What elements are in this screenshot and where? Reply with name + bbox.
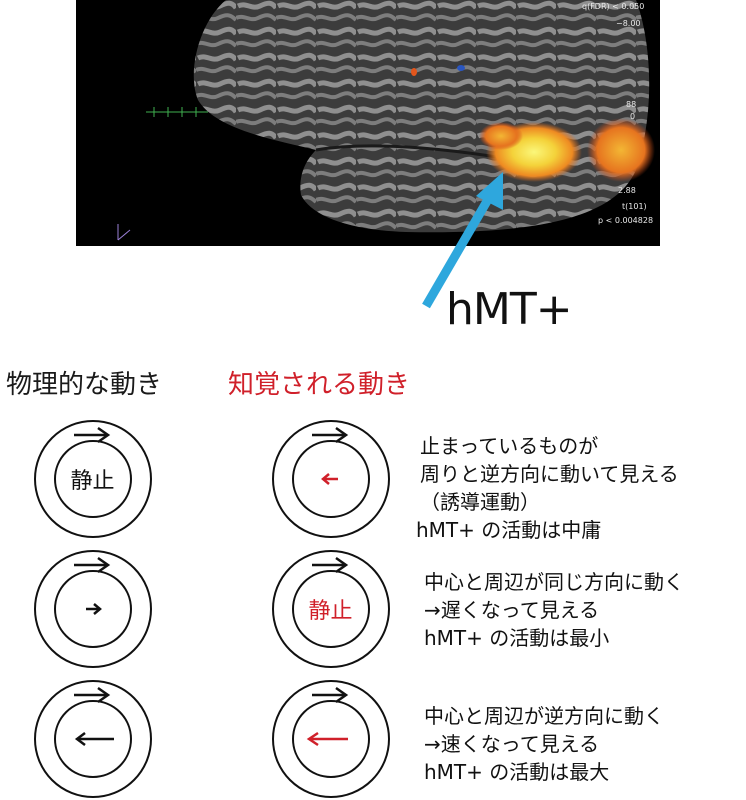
surround-ring xyxy=(34,680,152,798)
surround-ring xyxy=(272,680,390,798)
motion-arrows xyxy=(306,686,349,747)
center-disc xyxy=(292,570,370,648)
pointer-arrow-shaft xyxy=(422,193,494,309)
description-line: hMT+ の活動は中庸 xyxy=(416,518,602,542)
center-disc xyxy=(292,700,370,778)
pointer-arrow xyxy=(422,172,503,309)
surround-motion-arrow xyxy=(74,426,111,444)
description-line: 止まっているものが xyxy=(420,434,599,458)
motion-arrows xyxy=(74,556,111,615)
description-line: （誘導運動） xyxy=(420,490,540,514)
surround-ring xyxy=(34,550,152,668)
scale-mid-b-label: 0 xyxy=(630,112,636,121)
pointer-arrow-head xyxy=(476,172,503,210)
surround-motion-arrow xyxy=(312,556,349,574)
physical-stimulus-row2 xyxy=(34,550,154,670)
surround-ring xyxy=(272,420,390,538)
hmt-region-label: hMT+ xyxy=(446,284,573,335)
description-line: 中心と周辺が同じ方向に動く xyxy=(424,570,684,594)
physical-stimulus-row1: 静止 xyxy=(34,420,154,540)
center-disc xyxy=(292,440,370,518)
description-line: hMT+ の活動は最大 xyxy=(424,760,610,784)
stat-df-label: t(101) xyxy=(622,202,647,211)
center-disc xyxy=(54,700,132,778)
description-line: hMT+ の活動は最小 xyxy=(424,626,610,650)
description-row2: 中心と周辺が同じ方向に動く →遅くなって見える hMT+ の活動は最小 xyxy=(424,568,684,652)
center-disc xyxy=(54,570,132,648)
perceived-stimulus-row2: 静止 xyxy=(272,550,392,670)
physical-stimulus-row3 xyxy=(34,680,154,800)
brain-activation-image: q(FDR) < 0.050 −8.00 88 0 2.88 t(101) p … xyxy=(76,0,660,246)
surround-ring xyxy=(34,420,152,538)
scale-mid-a-label: 88 xyxy=(626,100,637,109)
perceived-stimulus-row1 xyxy=(272,420,392,540)
scale-min-label: 2.88 xyxy=(618,186,636,195)
occipital-activation-blob xyxy=(587,118,655,182)
description-row1: 止まっているものが 周りと逆方向に動いて見える （誘導運動） hMT+ の活動は… xyxy=(416,432,679,544)
p-value-label: p < 0.004828 xyxy=(598,216,654,225)
perceived-motion-title: 知覚される動き xyxy=(228,370,411,400)
axis-marker xyxy=(146,107,208,117)
description-line: →速くなって見える xyxy=(424,732,600,756)
center-static-label: 静止 xyxy=(70,468,115,494)
description-line: →遅くなって見える xyxy=(424,598,600,622)
motion-arrows xyxy=(74,686,114,746)
surround-ring xyxy=(272,550,390,668)
scale-max-label: −8.00 xyxy=(616,19,641,28)
center-static-label: 静止 xyxy=(308,598,353,624)
stat-header-label: q(FDR) < 0.050 xyxy=(582,2,645,11)
description-line: 周りと逆方向に動いて見える xyxy=(420,462,679,486)
physical-motion-title: 物理的な動き xyxy=(6,370,163,400)
orientation-gizmo xyxy=(117,224,131,241)
inflated-cortex-surface xyxy=(117,0,655,241)
perceived-stimulus-row3 xyxy=(272,680,392,800)
description-line: 中心と周辺が逆方向に動く xyxy=(424,704,664,728)
center-disc xyxy=(54,440,132,518)
motion-arrows xyxy=(312,426,349,485)
description-row3: 中心と周辺が逆方向に動く →速くなって見える hMT+ の活動は最大 xyxy=(424,702,664,786)
